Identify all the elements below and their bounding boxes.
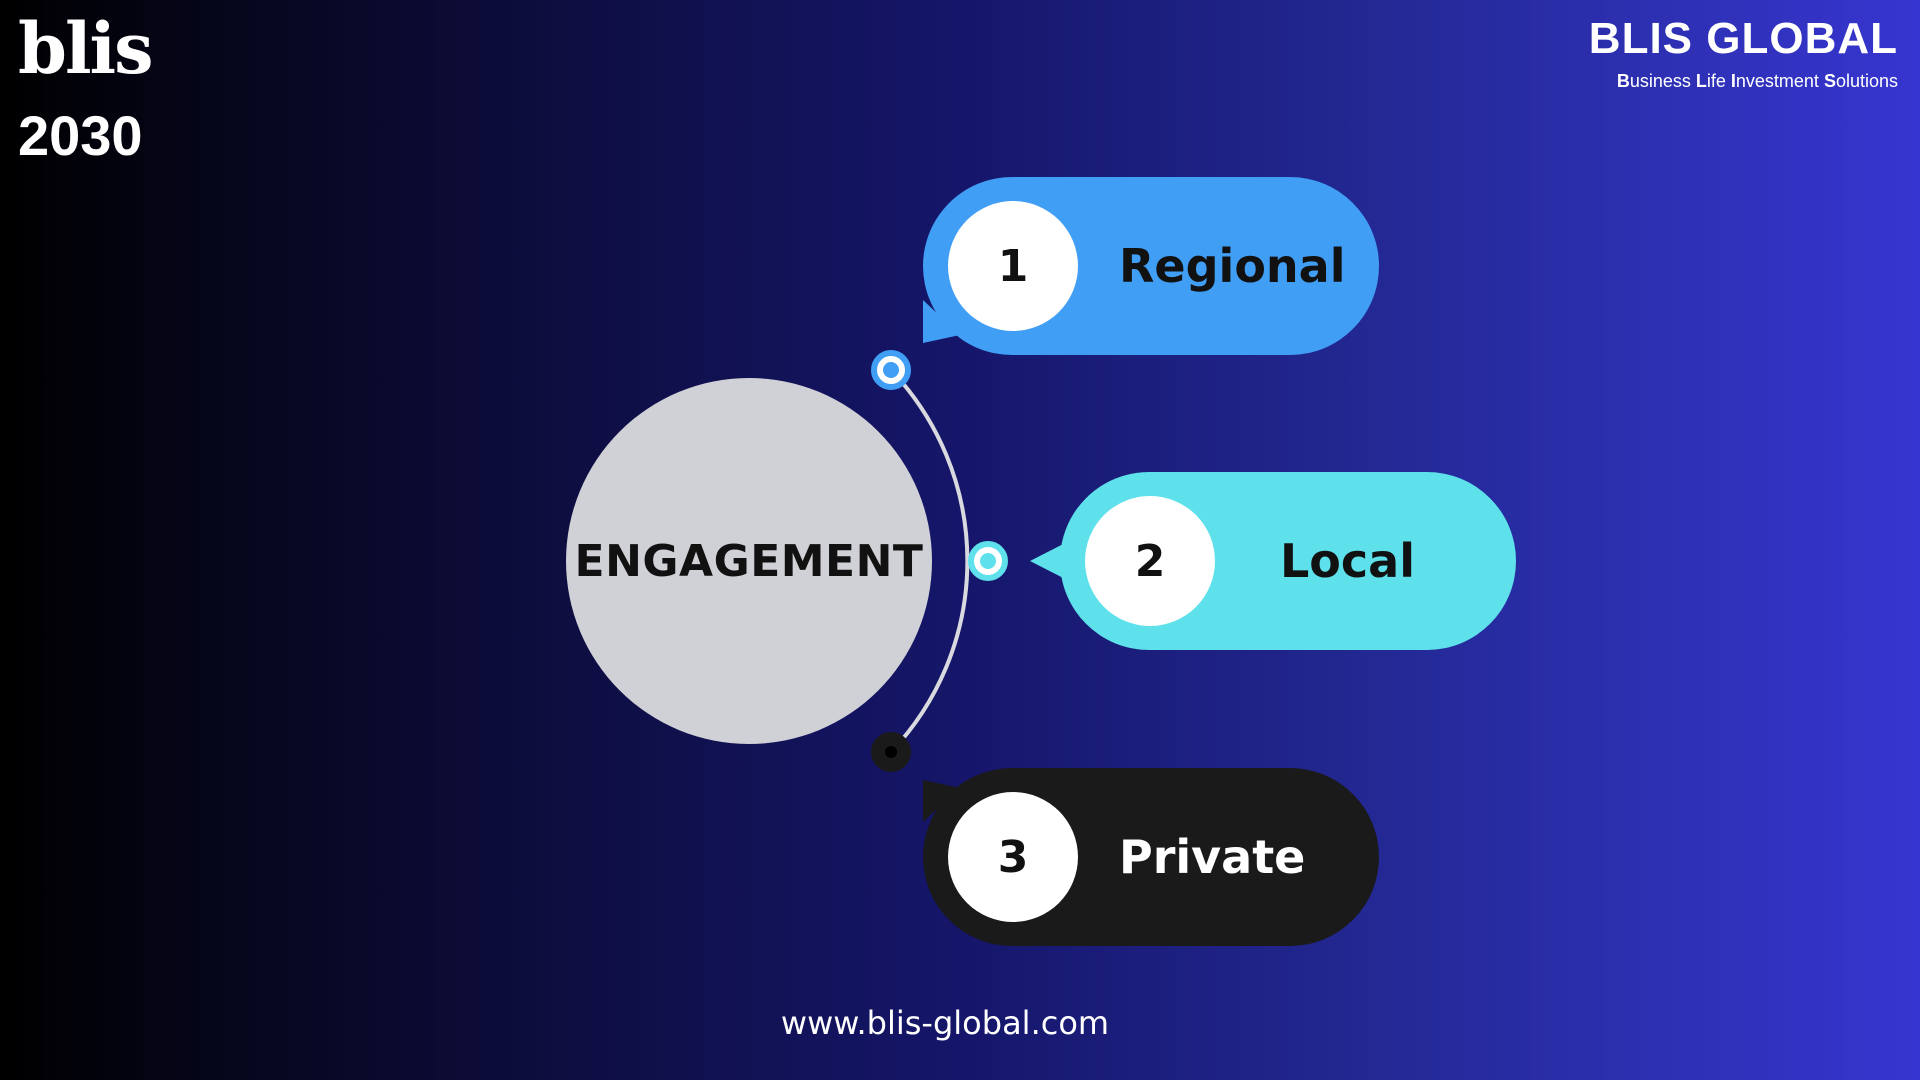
tagline-initial-3: I [1730, 71, 1736, 91]
tagline-rest-2: ife [1706, 71, 1731, 91]
tagline-rest-1: usiness [1629, 71, 1696, 91]
item-pill-local: 2 Local [1060, 472, 1516, 650]
center-label: ENGAGEMENT [574, 535, 924, 587]
tagline-rest-4: olutions [1835, 71, 1898, 91]
connector-node-3 [871, 732, 911, 772]
brand-tagline: Business Life Investment Solutions [1589, 70, 1898, 92]
footer-url: www.blis-global.com [780, 1004, 1110, 1042]
blis-2030-logo: blis 2030 [18, 14, 198, 167]
item-label: Local [1280, 534, 1415, 588]
item-label: Private [1119, 830, 1306, 884]
item-pill-private: 3 Private [923, 768, 1379, 946]
item-number-circle: 2 [1085, 496, 1215, 626]
item-number: 2 [1134, 535, 1166, 587]
tagline-initial-4: S [1823, 71, 1836, 91]
tagline-initial-2: L [1695, 71, 1707, 91]
tagline-rest-3: nvestment [1735, 71, 1824, 91]
item-pill-regional: 1 Regional [923, 177, 1379, 355]
center-circle: ENGAGEMENT [566, 378, 932, 744]
brand-block: BLIS GLOBAL Business Life Investment Sol… [1589, 14, 1898, 92]
connector-node-2 [968, 541, 1008, 581]
connector-node-1 [871, 350, 911, 390]
item-number: 1 [997, 240, 1029, 292]
connector-line [889, 368, 970, 754]
item-label: Regional [1119, 239, 1346, 293]
logo-word: blis [18, 14, 152, 76]
logo-year: 2030 [18, 104, 143, 167]
item-number-circle: 3 [948, 792, 1078, 922]
tagline-initial-1: B [1616, 71, 1630, 91]
item-number-circle: 1 [948, 201, 1078, 331]
brand-name: BLIS GLOBAL [1588, 14, 1898, 63]
item-number: 3 [997, 831, 1029, 883]
